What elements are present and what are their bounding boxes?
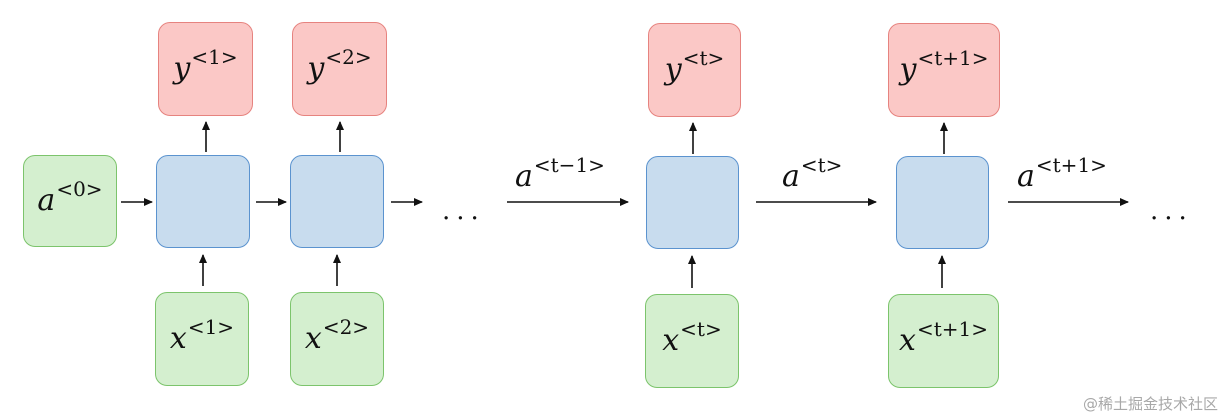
activation-label-t-minus-1: a<t−1> [515, 155, 605, 194]
node-label-base: y [899, 52, 917, 87]
input-node-t: x<t> [645, 294, 739, 388]
node-label-base: x [169, 321, 187, 356]
node-label: x<t+1> [899, 319, 988, 358]
node-label-base: y [173, 51, 191, 86]
node-label-base: x [899, 323, 916, 358]
node-label-base: y [664, 52, 682, 87]
node-label-sup: <t> [680, 317, 722, 341]
output-node-1: y<1> [158, 22, 253, 116]
node-label: y<t+1> [899, 48, 989, 87]
node-label-sup: <t> [682, 46, 725, 70]
output-node-t-plus-1: y<t+1> [888, 23, 1000, 117]
node-label: y<1> [173, 47, 237, 86]
node-label-sup: <1> [191, 45, 238, 69]
node-label-base: x [304, 321, 322, 356]
node-label-base: y [307, 51, 325, 86]
node-label: a<0> [37, 179, 102, 218]
rnn-cell-t-plus-1 [896, 156, 989, 249]
edge-label-base: a [782, 159, 800, 194]
output-node-2: y<2> [292, 22, 387, 116]
activation-label-t-plus-1: a<t+1> [1017, 155, 1107, 194]
node-label-sup: <t+1> [917, 46, 989, 70]
node-label-base: a [37, 183, 56, 218]
input-node-t-plus-1: x<t+1> [888, 294, 999, 388]
rnn-cell-1 [156, 155, 250, 248]
node-label: x<1> [169, 317, 234, 356]
rnn-cell-t [646, 156, 739, 249]
node-label-sup: <1> [187, 315, 235, 339]
node-label-sup: <0> [56, 177, 103, 201]
node-label: y<2> [307, 47, 371, 86]
output-node-t: y<t> [648, 23, 741, 117]
continuation-ellipsis-middle: ... [442, 196, 485, 226]
continuation-ellipsis-end: ... [1150, 196, 1193, 226]
node-label: x<t> [662, 319, 721, 358]
initial-activation-node: a<0> [23, 155, 117, 247]
activation-label-t: a<t> [782, 155, 842, 194]
rnn-cell-2 [290, 155, 384, 248]
node-label-base: x [662, 323, 680, 358]
edge-label-sup: <t−1> [533, 153, 605, 177]
edge-label-base: a [515, 159, 533, 194]
input-node-1: x<1> [155, 292, 249, 386]
node-label-sup: <2> [322, 315, 370, 339]
edge-label-sup: <t+1> [1035, 153, 1107, 177]
node-label: y<t> [664, 48, 725, 87]
input-node-2: x<2> [290, 292, 384, 386]
node-label-sup: <2> [325, 45, 372, 69]
edge-label-base: a [1017, 159, 1035, 194]
node-label: x<2> [304, 317, 369, 356]
node-label-sup: <t+1> [916, 317, 988, 341]
edge-label-sup: <t> [800, 153, 843, 177]
watermark-text: @稀土掘金技术社区 [1082, 395, 1218, 413]
